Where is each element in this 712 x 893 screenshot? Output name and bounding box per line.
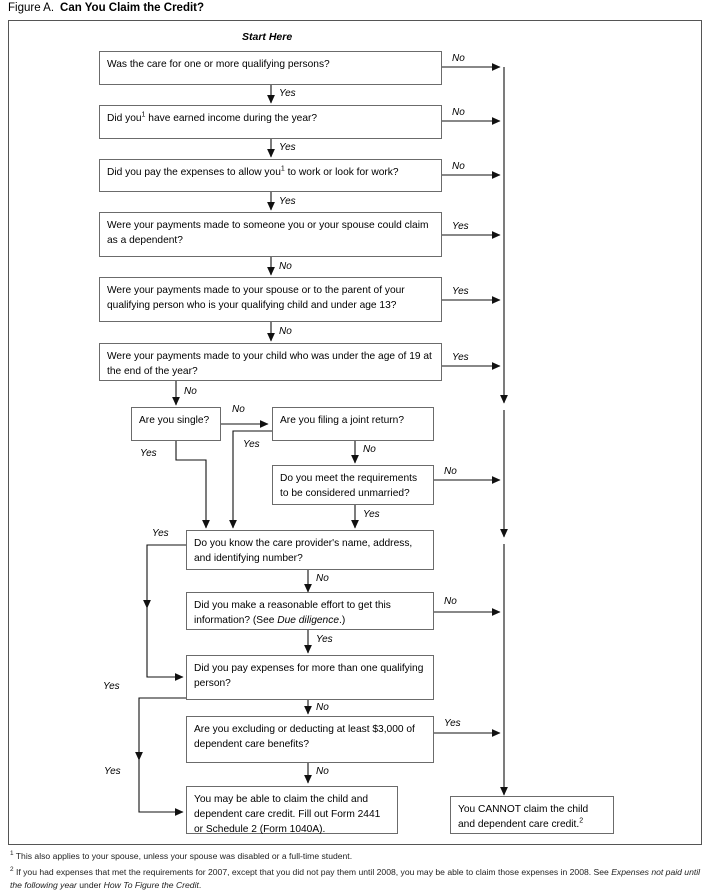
edge-label-result-yes: Yes [104,766,121,777]
box-q2-footnote-ref: 1 [141,111,146,119]
footnote-2-marker: 2 [10,866,14,874]
figure-caption-title: Can You Claim the Credit? [60,2,205,14]
box-q3-text-a: Did you pay the expenses to allow you [107,167,281,178]
box-result-can-claim-text: You may be able to claim the child and d… [194,794,381,835]
edge-label-q4-yes: Yes [452,221,469,232]
edge-label-q8-no: No [363,444,376,455]
start-here-label: Start Here [242,31,293,43]
edge-label-q7-yes: Yes [140,448,157,459]
box-result-can-claim: You may be able to claim the child and d… [186,786,398,835]
box-q11-reasonable-effort: Did you make a reasonable effort to get … [186,592,434,630]
figure-caption-prefix: Figure A. [8,2,55,14]
edge-label-q10-yes: Yes [152,528,169,539]
footnote-1-marker: 1 [10,850,14,858]
box-q6-payments-child-under-19: Were your payments made to your child wh… [99,343,442,381]
footnote-1-text: This also applies to your spouse, unless… [15,851,353,861]
edge-label-q11-yes: Yes [316,634,333,645]
edge-label-q3-no: No [452,161,465,172]
box-q5-text: Were your payments made to your spouse o… [107,285,405,311]
box-q7-are-you-single: Are you single? [131,407,221,441]
box-q3-footnote-ref: 1 [280,165,285,173]
edge-label-q7-no: No [232,404,245,415]
box-q12-more-than-one-person: Did you pay expenses for more than one q… [186,655,434,700]
box-q12-text: Did you pay expenses for more than one q… [194,663,424,689]
figure-caption: Figure A. Can You Claim the Credit? [8,2,204,14]
box-q13-excluding-benefits: Are you excluding or deducting at least … [186,716,434,763]
edge-label-q2-no: No [452,107,465,118]
edge-label-q12-yes: Yes [103,681,120,692]
box-result-cannot-claim-text: You CANNOT claim the child and dependent… [458,804,589,830]
edge-label-q4-no: No [279,261,292,272]
edge-label-q10-no: No [316,573,329,584]
box-q7-text: Are you single? [139,415,210,426]
box-q6-text: Were your payments made to your child wh… [107,351,432,377]
edge-label-q13-yes: Yes [444,718,461,729]
box-q2-earned-income: Did you1 have earned income during the y… [99,105,442,139]
edge-label-q3-yes: Yes [279,196,296,207]
box-q3-expenses-to-work: Did you pay the expenses to allow you1 t… [99,159,442,192]
box-q4-payments-dependent: Were your payments made to someone you o… [99,212,442,257]
box-q9-text: Do you meet the requirements to be consi… [280,473,418,499]
box-q1-qualifying-persons: Was the care for one or more qualifying … [99,51,442,85]
box-q3-text-b: to work or look for work? [284,167,399,178]
edge-label-q12-no: No [316,702,329,713]
edge-label-q13-no: No [316,766,329,777]
footnote-1: 1 This also applies to your spouse, unle… [10,850,700,863]
footnote-2-text-end: . [198,879,202,890]
edge-label-q6-yes: Yes [452,352,469,363]
edge-label-q5-no: No [279,326,292,337]
box-q2-text-a: Did you [107,113,142,124]
box-q5-payments-spouse-parent: Were your payments made to your spouse o… [99,277,442,322]
box-q11-text-a: Did you make a reasonable effort to get … [194,600,391,626]
box-q8-joint-return: Are you filing a joint return? [272,407,434,441]
edge-label-q2-yes: Yes [279,142,296,153]
box-q9-considered-unmarried: Do you meet the requirements to be consi… [272,465,434,505]
footnote-2-emphasis-1: Expenses not paid until the following ye… [10,867,701,890]
footnote-2: 2 If you had expenses that met the requi… [10,866,702,892]
edge-label-q9-yes: Yes [363,509,380,520]
edge-label-q5-yes: Yes [452,286,469,297]
edge-label-q11-no: No [444,596,457,607]
footnote-2-text-mid: under [76,879,104,890]
edge-label-q1-no: No [452,53,465,64]
edge-label-q9-no: No [444,466,457,477]
box-result-cannot-claim: You CANNOT claim the child and dependent… [450,796,614,834]
footnote-2-emphasis-2: How To Figure the Credit [103,879,199,890]
box-q1-text: Was the care for one or more qualifying … [107,59,330,70]
box-q2-text-b: have earned income during the year? [145,113,318,124]
box-q13-text: Are you excluding or deducting at least … [194,724,415,750]
box-q11-emphasis: Due diligence [277,614,339,626]
edge-label-q8-yes: Yes [243,439,260,450]
edge-label-q6-no: No [184,386,197,397]
box-q4-text: Were your payments made to someone you o… [107,220,429,246]
box-q10-provider-info: Do you know the care provider's name, ad… [186,530,434,570]
box-q11-text-b: .) [338,614,346,626]
box-q8-text: Are you filing a joint return? [280,415,405,426]
edge-label-q1-yes: Yes [279,88,296,99]
box-q10-text: Do you know the care provider's name, ad… [194,538,413,564]
footnote-2-text-a: If you had expenses that met the require… [15,867,612,877]
box-result-cannot-footnote-ref: 2 [579,817,584,825]
